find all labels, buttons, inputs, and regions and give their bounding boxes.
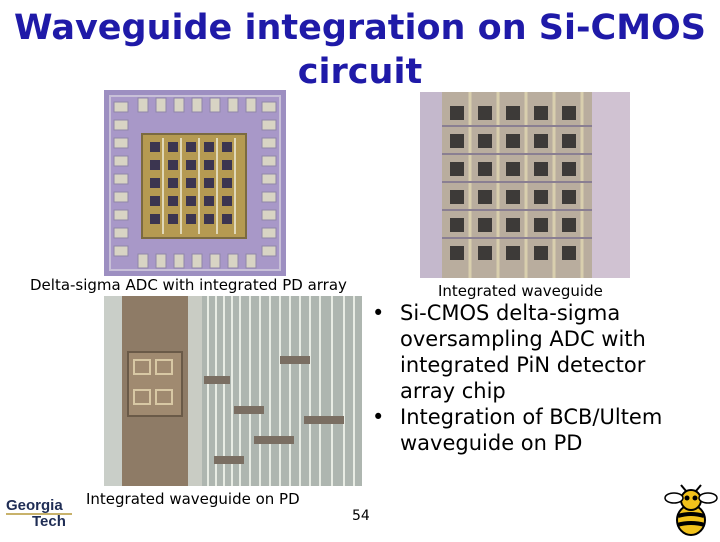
bullet-text: Si-CMOS delta-sigma oversampling ADC wit… [400, 301, 646, 403]
adc-chip-caption: Delta-sigma ADC with integrated PD array [30, 276, 347, 294]
bullet-item: • Si-CMOS delta-sigma oversampling ADC w… [366, 300, 696, 404]
waveguide-array-caption: Integrated waveguide [438, 282, 603, 300]
bullet-item: • Integration of BCB/Ultem waveguide on … [366, 404, 696, 456]
yellow-jacket-mascot-icon [664, 484, 718, 538]
slide-title: Waveguide integration on Si-CMOS circuit [0, 6, 720, 94]
slide-title-line-1: Waveguide integration on Si-CMOS [13, 8, 707, 48]
waveguide-on-pd-caption: Integrated waveguide on PD [86, 490, 300, 508]
bullet-marker: • [372, 405, 385, 429]
logo-line-2: Tech [32, 513, 66, 530]
logo-line-1: Georgia [6, 497, 63, 514]
adc-chip-photo [104, 90, 286, 276]
bullet-marker: • [372, 301, 385, 325]
bullet-text: Integration of BCB/Ultem waveguide on PD [400, 405, 663, 455]
bullet-list: • Si-CMOS delta-sigma oversampling ADC w… [366, 300, 696, 456]
waveguide-array-photo [420, 92, 630, 278]
slide-title-line-2: circuit [297, 52, 423, 92]
page-number: 54 [352, 508, 370, 524]
georgia-tech-logo: Georgia Tech [4, 492, 76, 534]
waveguide-on-pd-photo [104, 296, 362, 486]
